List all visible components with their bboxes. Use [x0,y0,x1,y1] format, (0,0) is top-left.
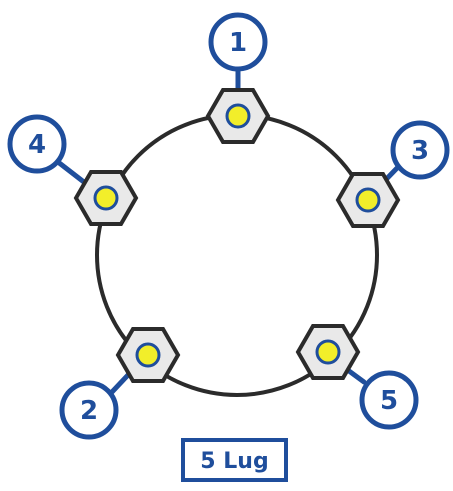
lug-number-4: 4 [28,130,46,160]
lug-number-2: 2 [80,396,98,426]
lug-nut-5 [295,324,361,380]
lug-nut-4 [73,170,139,226]
lug-label-4: 4 [7,114,67,174]
lug-number-5: 5 [380,386,398,416]
lug-number-1: 1 [229,28,247,58]
lug-nut-3 [335,172,401,228]
lug-number-3: 3 [411,136,429,166]
lug-nut-1 [205,88,271,144]
lug-label-5: 5 [359,370,419,430]
diagram-title: 5 Lug [200,449,268,474]
lug-nut-5-center [315,339,341,365]
lug-nut-4-center [93,185,119,211]
lug-nut-3-center [355,187,381,213]
lug-nut-2-center [135,342,161,368]
lug-nut-2 [115,327,181,383]
lug-label-1: 1 [208,12,268,72]
title-box: 5 Lug [181,438,288,482]
lug-nut-1-center [225,103,251,129]
lug-label-2: 2 [59,380,119,440]
lug-label-3: 3 [390,120,450,180]
